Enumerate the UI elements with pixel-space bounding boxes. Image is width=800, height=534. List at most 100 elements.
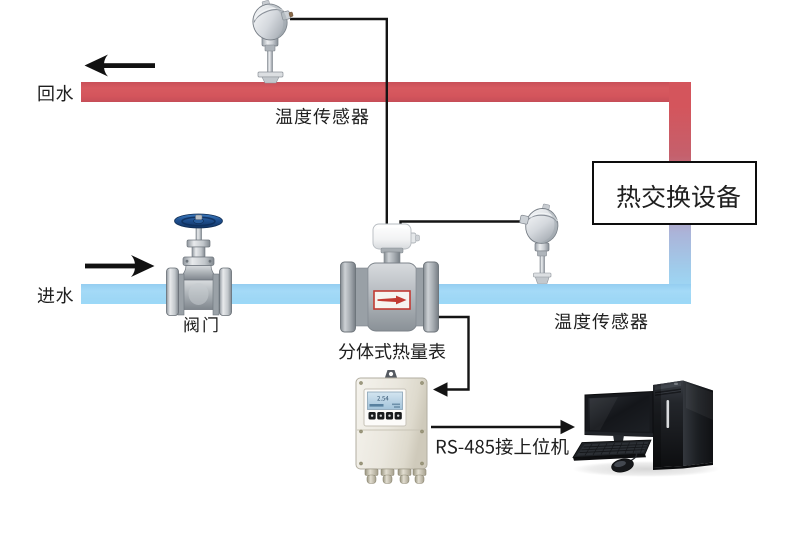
keyboard-col-line-5 <box>616 442 623 454</box>
controller-screws <box>359 381 424 466</box>
inlet-flow-arrow <box>85 255 155 277</box>
controller-screw-6 <box>420 461 424 466</box>
meter-hub-left <box>353 267 369 327</box>
tower-base <box>653 462 713 470</box>
sensor-head-shade <box>265 4 288 40</box>
cable-gland-1 <box>364 468 379 484</box>
return-pipe-label-glyphs <box>37 84 73 101</box>
keyboard-col-line-1 <box>584 443 593 456</box>
keyboard-col-line-4 <box>608 442 615 455</box>
rs485-link-label-glyphs <box>436 437 569 455</box>
inlet-pipe-label <box>37 286 74 303</box>
tower-side-sheen <box>686 383 713 420</box>
controller-screw-2 <box>420 381 424 385</box>
return-pipe-label <box>37 84 73 101</box>
wire-meter-to-controller <box>437 315 470 391</box>
keyboard-col-line-7 <box>632 442 638 454</box>
gland-body-3 <box>399 474 410 484</box>
tower-power-button <box>674 382 678 385</box>
return-sensor-label <box>275 107 368 125</box>
controller-button-2-icon <box>379 414 382 417</box>
sensor-cap-seam <box>527 214 559 224</box>
valve-bolt-left <box>185 259 189 263</box>
gland-nut-1 <box>364 468 379 476</box>
keyboard-col-line-6 <box>624 442 630 454</box>
tower <box>653 380 713 470</box>
temperature-sensor-inlet-illustration <box>519 203 559 284</box>
monitor <box>584 390 654 448</box>
return-flow-arrow-tail <box>102 63 155 68</box>
valve-hub-right <box>212 273 220 316</box>
sensor-hex-nut <box>534 242 550 252</box>
sensor-pipe-cone <box>261 76 280 84</box>
meter-flange-right <box>423 261 439 333</box>
heat-exchanger-title <box>616 184 740 208</box>
gland-body-1 <box>366 474 377 484</box>
sensor-cable-gland <box>519 214 530 225</box>
inlet-flow-arrow-tail <box>85 263 138 269</box>
sensor-head-group <box>519 203 559 244</box>
heat-meter-label-glyphs <box>338 342 446 359</box>
controller-lcd-bar <box>369 404 384 407</box>
meter-gland-tip <box>415 234 420 242</box>
valve-body-boss <box>188 283 209 305</box>
valve-label-glyphs <box>184 316 217 332</box>
gland-nut-4 <box>412 468 427 476</box>
mouse-sheen <box>614 460 626 468</box>
valve-illustration <box>166 213 232 316</box>
meter-neck <box>383 251 401 265</box>
meter-junction-box-shine <box>376 225 408 229</box>
controller-button-1-icon <box>370 414 374 417</box>
valve-yoke-flange-top <box>186 239 211 248</box>
inlet-flow-arrow-head <box>131 255 155 277</box>
tower-drive-slot <box>654 390 682 395</box>
valve-label <box>184 316 217 332</box>
controller-screw-5 <box>359 461 363 466</box>
gland-body-4 <box>414 474 425 484</box>
cable-gland-2 <box>380 468 395 484</box>
sensor-cable-tip <box>288 11 294 18</box>
gland-body-2 <box>382 474 393 484</box>
monitor-screen <box>588 395 650 432</box>
cable-gland-3 <box>397 468 412 484</box>
valve-bolt-right <box>208 259 212 263</box>
rs485-link-label <box>436 437 569 455</box>
sensor-pipe-flange <box>257 71 284 78</box>
valve-bonnet <box>178 265 219 281</box>
controller-lcd-digits <box>377 396 389 401</box>
tower-led-slit <box>666 400 670 428</box>
sensor-head-group <box>252 0 294 41</box>
keyboard-col-line-8 <box>640 441 645 453</box>
sensor-pipe-flange <box>533 272 552 278</box>
controller-screw-1 <box>359 381 363 385</box>
keyboard-front-edge <box>573 454 646 461</box>
keyboard-key-cols <box>584 441 645 456</box>
return-flow-arrow <box>84 54 155 77</box>
meter-flange-left <box>340 261 356 333</box>
inlet-sensor-label <box>554 312 648 330</box>
return-flow-arrow-head <box>84 54 108 77</box>
controller-lcd-value <box>377 396 389 401</box>
valve-flange-left <box>166 267 179 316</box>
keyboard <box>572 439 652 461</box>
arrowhead-into-computer <box>560 419 575 435</box>
gland-nut-2 <box>380 468 395 476</box>
controller-button-4-icon <box>397 414 400 417</box>
cable-gland-4 <box>412 468 427 484</box>
controller-button-3-icon <box>388 414 391 417</box>
monitor-glare <box>590 397 618 431</box>
monitor-chin <box>585 431 653 437</box>
tower-front-shade <box>653 383 661 468</box>
wire-return-sensor-to-meter <box>290 17 388 225</box>
sensor-neck <box>537 250 547 257</box>
controller-lcd-tick2 <box>394 406 400 408</box>
controller-bracket-hole <box>388 371 394 377</box>
return-sensor-label-glyphs <box>275 107 368 125</box>
sensor-cap-shine <box>254 7 284 20</box>
valve-yoke-column <box>191 246 206 258</box>
inlet-sensor-label-glyphs <box>554 312 648 330</box>
controller-screw-3 <box>359 429 363 434</box>
controller-lcd-tick1 <box>392 403 400 406</box>
heat-meter-label <box>338 342 446 359</box>
